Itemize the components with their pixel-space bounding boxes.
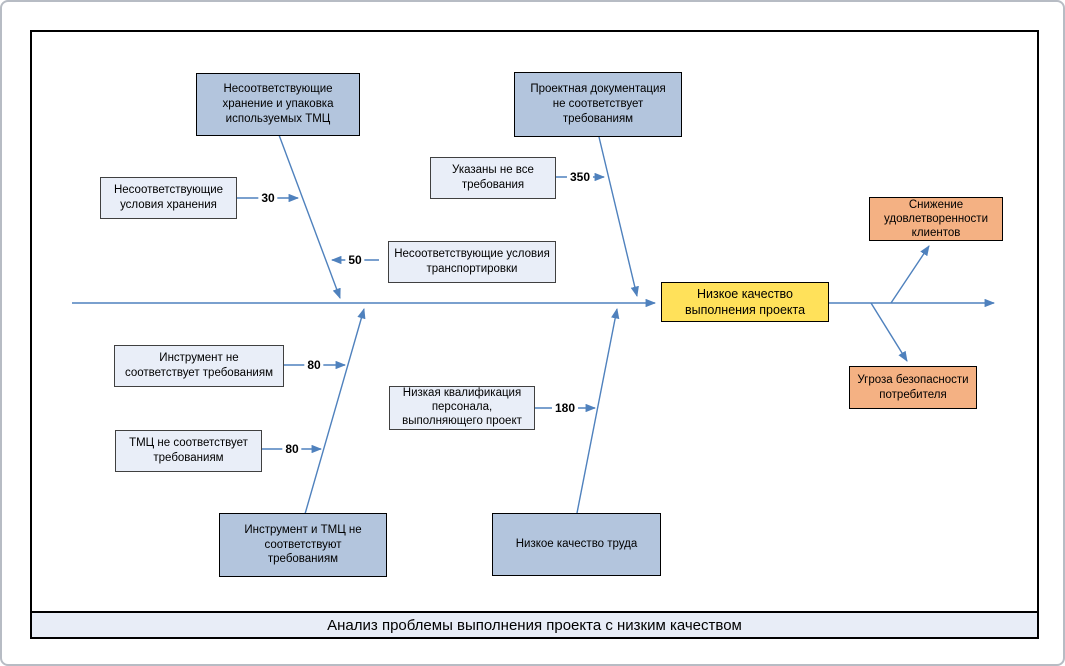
value-label-tool-noncompliance: 80: [304, 358, 324, 372]
value-label-low-qualification: 180: [551, 401, 579, 415]
problem-box: Низкое качество выполнения проекта: [661, 282, 829, 322]
category-box-storage-packaging: Несоответствующие хранение и упаковка ис…: [196, 73, 360, 136]
effect-box-customer-satisfaction: Снижение удовлетворенности клиентов: [869, 197, 1003, 241]
cause-box-storage-conditions: Несоответствующие условия хранения: [100, 177, 237, 219]
category-box-labor-quality: Низкое качество труда: [492, 513, 661, 576]
value-label-storage-conditions: 30: [258, 191, 278, 205]
category-box-tools-materials: Инструмент и ТМЦ не соответствуют требов…: [219, 513, 387, 577]
cause-box-materials-noncompliance: ТМЦ не соответствует требованиям: [115, 430, 262, 472]
value-label-missing-requirements: 350: [566, 170, 594, 184]
category-box-project-documentation: Проектная документация не соответствует …: [514, 72, 682, 137]
cause-box-tool-noncompliance: Инструмент не соответствует требованиям: [114, 345, 284, 387]
diagram-title: Анализ проблемы выполнения проекта с низ…: [327, 616, 742, 634]
value-label-materials-noncompliance: 80: [282, 442, 302, 456]
value-label-transport-conditions: 50: [345, 253, 365, 267]
effect-box-consumer-safety: Угроза безопасности потребителя: [849, 366, 977, 409]
cause-box-transport-conditions: Несоответствующие условия транспортировк…: [388, 241, 556, 283]
title-bar: Анализ проблемы выполнения проекта с низ…: [30, 613, 1039, 639]
cause-box-low-qualification: Низкая квалификация персонала, выполняющ…: [389, 386, 535, 430]
cause-box-missing-requirements: Указаны не все требования: [430, 157, 556, 199]
